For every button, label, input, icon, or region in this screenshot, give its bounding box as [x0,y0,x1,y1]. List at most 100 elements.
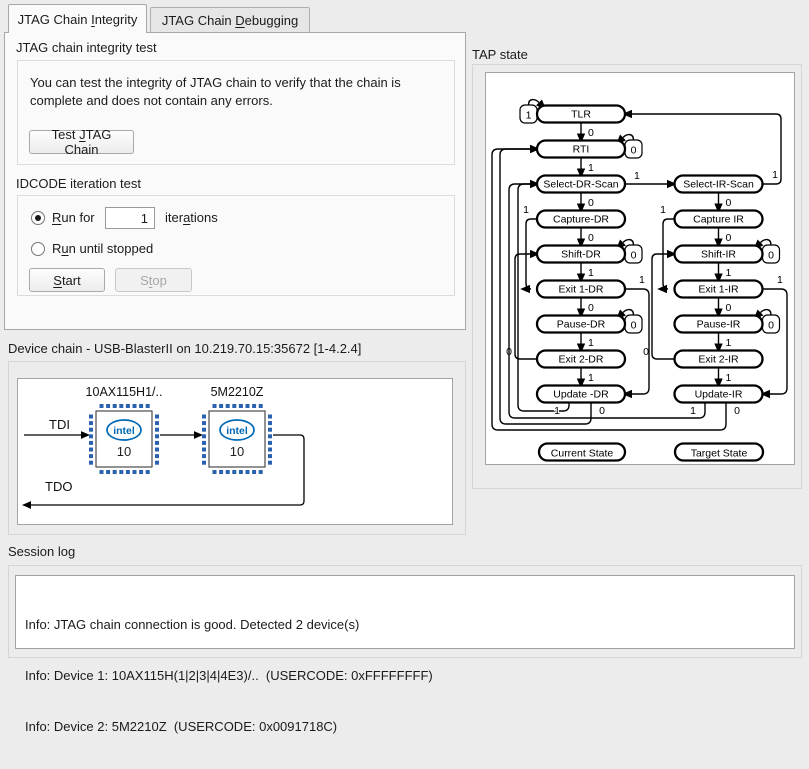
tap-node-capture-dr[interactable] [535,209,627,229]
device-name: 10AX115H1/.. [86,385,163,399]
tap-selfloop-label: 0 [768,320,774,332]
tap-node-exit-2-dr[interactable] [535,349,627,369]
session-log-title: Session log [8,544,76,559]
chip-pin [112,404,117,408]
tap-node-update-dr[interactable] [535,384,627,404]
tap-node-label: Pause-IR [697,319,741,331]
tap-node-capture-ir[interactable] [673,209,764,229]
log-line: Info: JTAG chain connection is good. Det… [25,617,360,632]
radio-run-until-stopped[interactable] [31,242,45,256]
tap-transition-label: 1 [588,162,594,174]
tap-node-label: Exit 1-IR [698,284,739,296]
tap-node-exit-1-ir[interactable] [673,279,764,299]
tap-node-label: Capture-DR [553,214,609,226]
tap-transition-label: 0 [726,197,732,209]
chip-pin [89,440,93,445]
tap-legend-current-state[interactable] [537,442,627,462]
log-line: Info: Device 2: 5M2210Z (USERCODE: 0x009… [25,719,338,734]
chip-pin [155,440,159,445]
chip-pin [155,460,159,465]
chip-pin [238,404,243,408]
tap-transition-label: 0 [599,405,605,417]
tap-node-label: Update-IR [695,389,743,401]
stop-button[interactable]: Stop [115,268,192,292]
tap-node-label: Exit 2-DR [559,354,604,366]
tap-transition-label: 1 [634,170,640,182]
tap-transition-label: 0 [643,346,649,358]
tap-node-rti[interactable] [535,139,627,159]
device-name: 5M2210Z [211,385,264,399]
tap-transition-label: 1 [726,372,732,384]
chip-pin [119,404,124,408]
tap-transition-label: 1 [772,169,778,181]
chip-pin [202,427,206,432]
tab-jtag-chain-integrity[interactable]: JTAG Chain Integrity [8,4,147,33]
chip-pin [89,460,93,465]
chip-pin [202,460,206,465]
tap-node-label: RTI [573,144,590,156]
chip-pin [268,447,272,452]
chip-pin [145,404,150,408]
chip-marking: 10 [230,444,244,459]
chip-pin [139,470,144,474]
session-log-lines: Info: JTAG chain connection is good. Det… [25,582,433,769]
tap-node-label: Update -DR [553,389,609,401]
integrity-group-title: JTAG chain integrity test [16,40,157,55]
chip-pin [219,404,224,408]
session-log-textarea[interactable]: Info: JTAG chain connection is good. Det… [15,575,795,734]
radio-run-for[interactable] [31,211,45,225]
chip-pin [268,440,272,445]
tap-selfloop-label: 0 [631,250,637,262]
iterations-input[interactable] [105,207,155,229]
tap-node-tlr[interactable] [535,104,627,124]
tdo-label: TDO [45,479,72,494]
tap-transition-exit-1-dr-update-dr [622,288,650,399]
tap-node-label: Shift-IR [701,249,736,261]
tap-node-select-dr-scan[interactable] [535,174,627,194]
tap-transition-label: 1 [639,274,645,286]
tap-node-update-ir[interactable] [673,384,764,404]
chip-pin [125,404,130,408]
chip-pin [155,427,159,432]
tap-transition-label: 1 [588,267,594,279]
chip-pin [258,404,263,408]
tap-selfloop-label: 0 [768,250,774,262]
iterations-label: iterations [165,210,218,225]
chip-pin [219,470,224,474]
integrity-tab-panel: JTAG chain integrity test You can test t… [4,32,466,330]
tap-node-exit-1-dr[interactable] [535,279,627,299]
tap-node-label: Select-IR-Scan [683,179,754,191]
idcode-group-box: Run for iterations Run until stopped Sta… [17,195,455,296]
tap-node-pause-ir[interactable] [673,314,764,334]
chip-pin [202,447,206,452]
tap-node-shift-dr[interactable] [535,244,627,264]
chip-pin [202,414,206,419]
tap-legend-target-state[interactable] [673,442,765,462]
tap-transition-label: 0 [726,302,732,314]
chip-pin [225,404,230,408]
chip-pin [155,454,159,459]
tap-selfloop-label: 0 [631,145,637,157]
tap-transition-label: 1 [726,337,732,349]
chip-pin [202,454,206,459]
tab-jtag-chain-debugging[interactable]: JTAG Chain Debugging [150,7,310,32]
test-jtag-chain-button[interactable]: Test JTAG Chain [29,127,134,157]
start-button[interactable]: Start [29,268,105,292]
tap-node-select-ir-scan[interactable] [673,174,764,194]
tap-node-pause-dr[interactable] [535,314,627,334]
tap-node-exit-2-ir[interactable] [673,349,764,369]
tap-node-shift-ir[interactable] [673,244,764,264]
tap-transition-label: 1 [588,372,594,384]
tap-selfloop-tlr [527,98,546,110]
tab-label: JTAG Chain Integrity [17,11,138,27]
tap-transition-exit-2-ir-shift-ir [651,249,677,360]
idcode-group-title: IDCODE iteration test [16,176,141,191]
integrity-group-box: You can test the integrity of JTAG chain… [17,60,455,165]
